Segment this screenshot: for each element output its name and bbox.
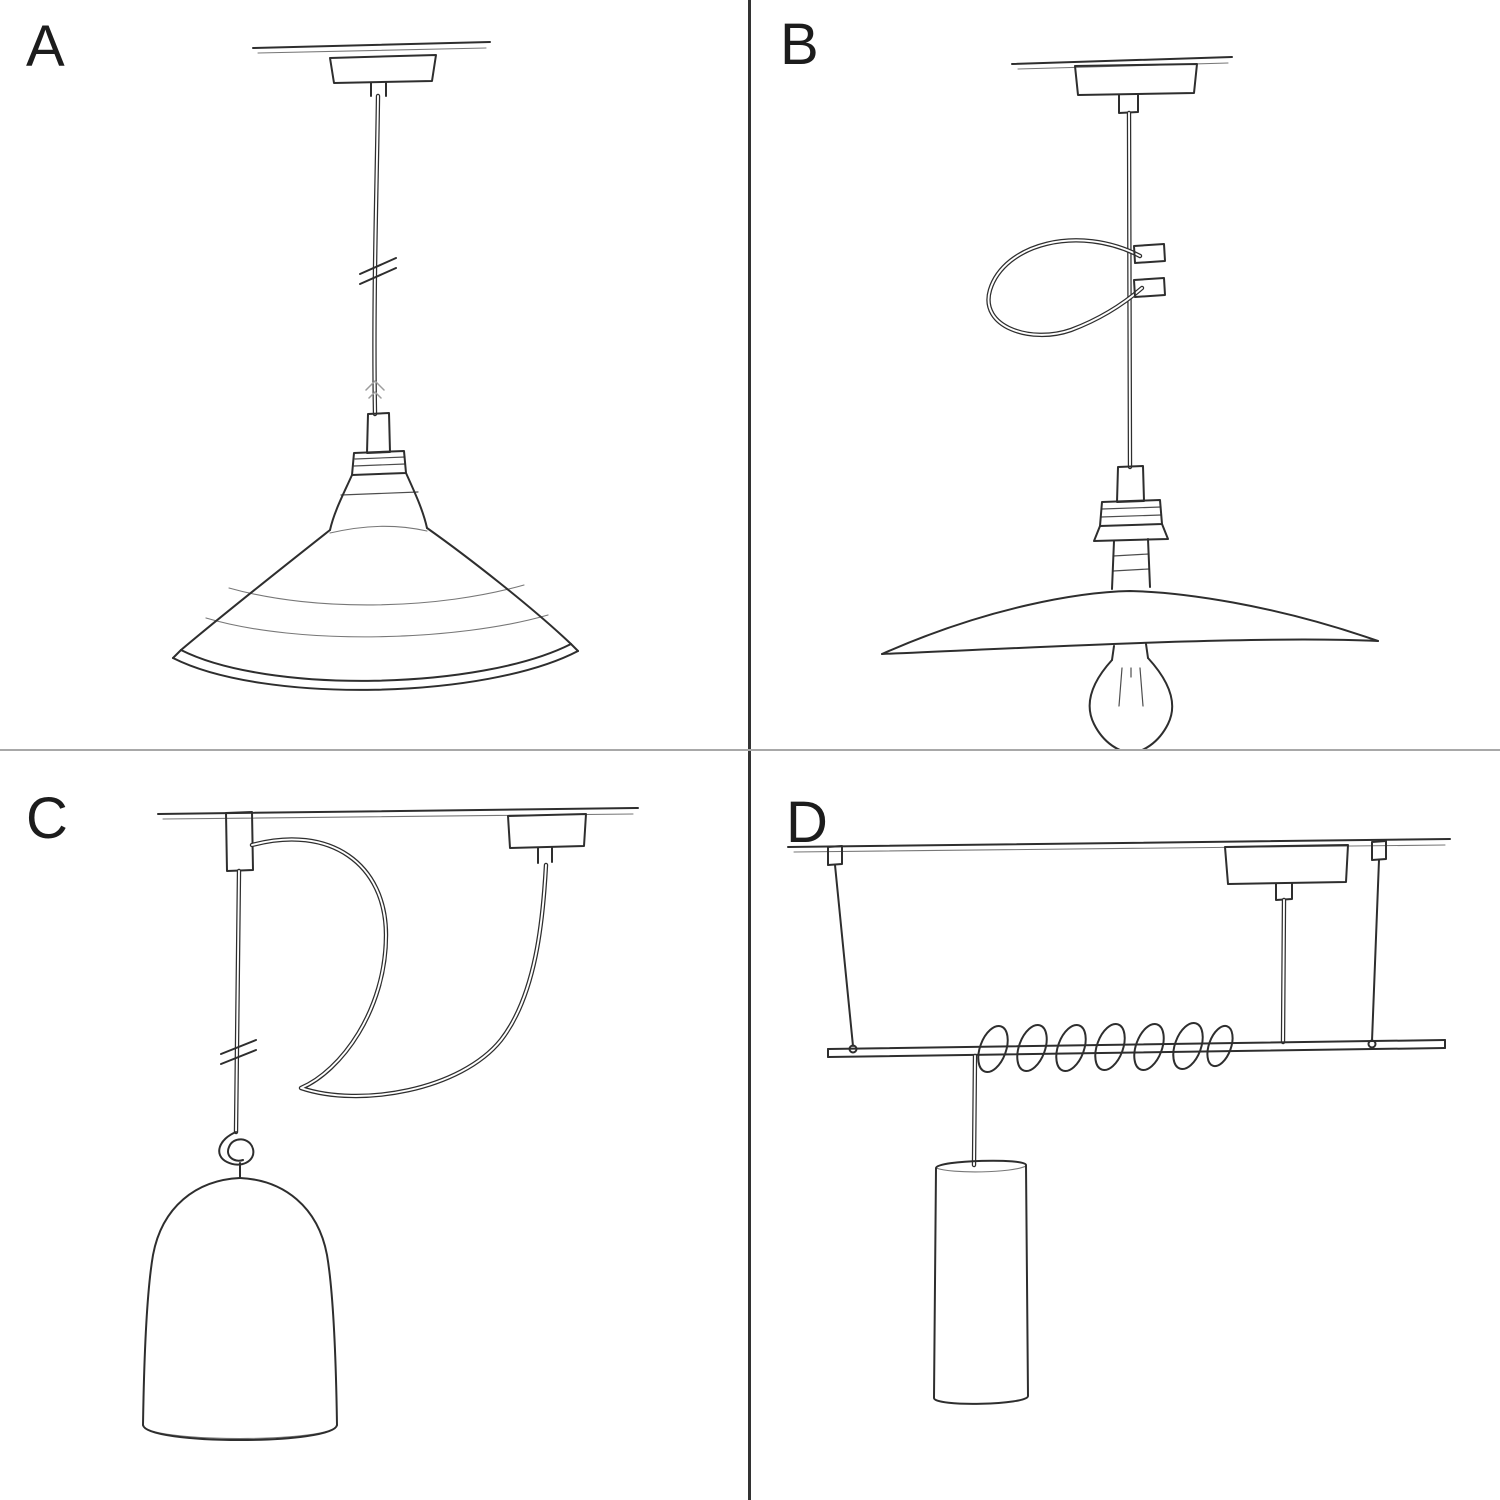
ceiling-bar-coiled-cable-tube-shade-illustration [787,838,1451,1405]
ceiling-rose [507,813,587,864]
lamp-holder [1093,465,1169,590]
light-bulb [1088,643,1174,750]
panel-c: C [0,750,750,1500]
panel-b-label: B [780,12,820,77]
cylinder-tube-shade [933,1159,1029,1405]
pendant-cable [359,96,397,414]
panel-b: B [750,0,1500,750]
bell-dome-shade [142,1177,338,1441]
side-suspension-cables [827,840,1387,1054]
wire-cleat-loop [989,240,1166,335]
flat-plate-shade [881,590,1379,655]
ceiling-hook [225,811,254,872]
panel-c-label: C [26,786,69,851]
panel-a-label: A [26,14,66,79]
panel-a: A [0,0,750,750]
ceiling-line [787,838,1451,853]
lamp-holder [329,412,428,531]
swag-cable [252,839,546,1096]
cable-knot [218,1131,255,1179]
ceiling-rose [329,54,437,97]
ceiling-line [252,41,491,54]
pendant-cable [1129,113,1130,467]
ceiling-rose [1224,844,1349,901]
drop-cable [974,1056,975,1165]
horizontal-divider [0,749,1500,751]
swag-pendant-bell-dome-shade-illustration [142,807,639,1441]
panel-d-label: D [786,790,829,855]
coiled-cable [977,1022,1234,1073]
pendant-flat-plate-shade-with-bulb-illustration [881,56,1379,750]
drop-cable [220,871,257,1132]
industrial-bowl-shade [172,525,579,691]
center-suspension-rod [1283,900,1284,1042]
ceiling-line [1011,56,1233,70]
panel-d: D [750,750,1500,1500]
pendant-industrial-bowl-shade-illustration [172,41,579,691]
ceiling-rose [1074,63,1198,114]
